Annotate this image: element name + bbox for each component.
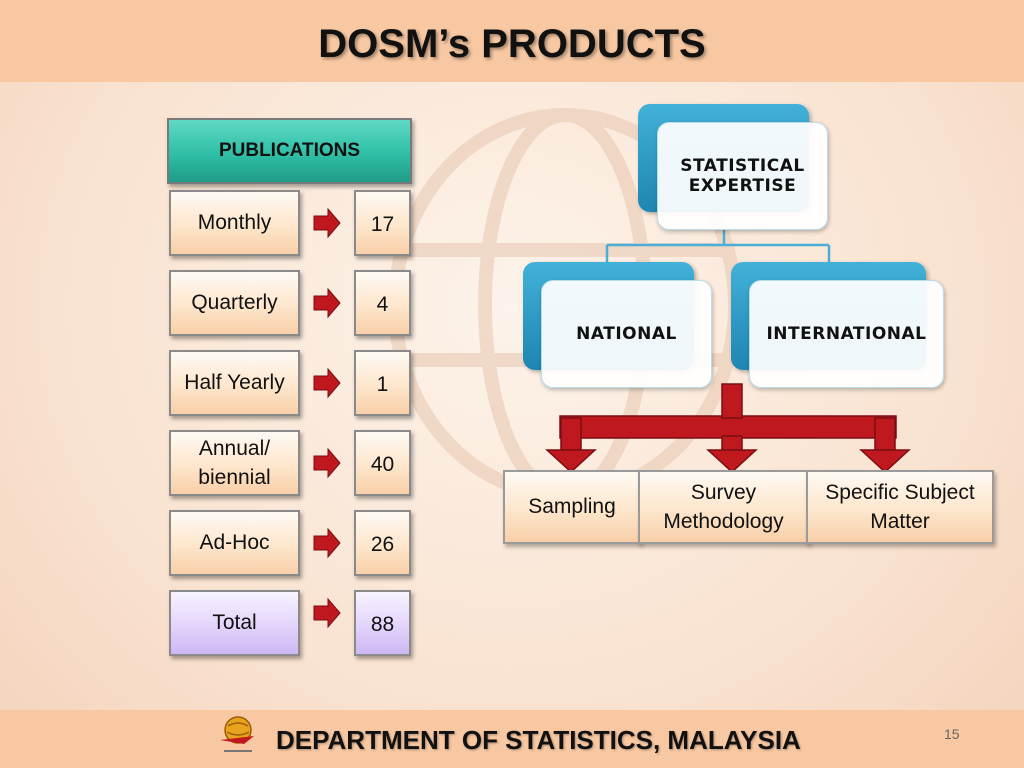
expertise-root-box: STATISTICAL EXPERTISE: [657, 122, 828, 230]
publication-category-half-yearly: Half Yearly: [169, 350, 300, 416]
right-arrow-icon: [313, 527, 341, 559]
publication-count-total: 88: [354, 590, 411, 656]
right-arrow-icon: [313, 287, 341, 319]
expertise-area-survey-methodology: Survey Methodology: [638, 470, 809, 544]
slide-number: 15: [944, 726, 960, 742]
right-arrow-icon: [313, 207, 341, 239]
publication-count-annual-biennial: 40: [354, 430, 411, 496]
right-arrow-icon: [313, 367, 341, 399]
header-band: [0, 0, 1024, 82]
publication-category-ad-hoc: Ad-Hoc: [169, 510, 300, 576]
publication-count-quarterly: 4: [354, 270, 411, 336]
right-arrow-icon: [313, 597, 341, 629]
publication-category-total: Total: [169, 590, 300, 656]
footer-department-name: DEPARTMENT OF STATISTICS, MALAYSIA: [276, 725, 801, 755]
publication-category-monthly: Monthly: [169, 190, 300, 256]
publication-count-half-yearly: 1: [354, 350, 411, 416]
publication-category-annual-biennial: Annual/ biennial: [169, 430, 300, 496]
publications-header: PUBLICATIONS: [167, 118, 412, 184]
publication-count-monthly: 17: [354, 190, 411, 256]
expertise-area-specific-subject-matter: Specific Subject Matter: [806, 470, 994, 544]
publication-count-ad-hoc: 26: [354, 510, 411, 576]
expertise-international-box: INTERNATIONAL: [749, 280, 944, 388]
publication-category-quarterly: Quarterly: [169, 270, 300, 336]
page-title: DOSM’s PRODUCTS: [318, 22, 706, 66]
right-arrow-icon: [313, 447, 341, 479]
footer-band: [0, 710, 1024, 768]
dosm-logo-icon: [220, 716, 254, 752]
expertise-national-box: NATIONAL: [541, 280, 712, 388]
expertise-area-sampling: Sampling: [503, 470, 641, 544]
